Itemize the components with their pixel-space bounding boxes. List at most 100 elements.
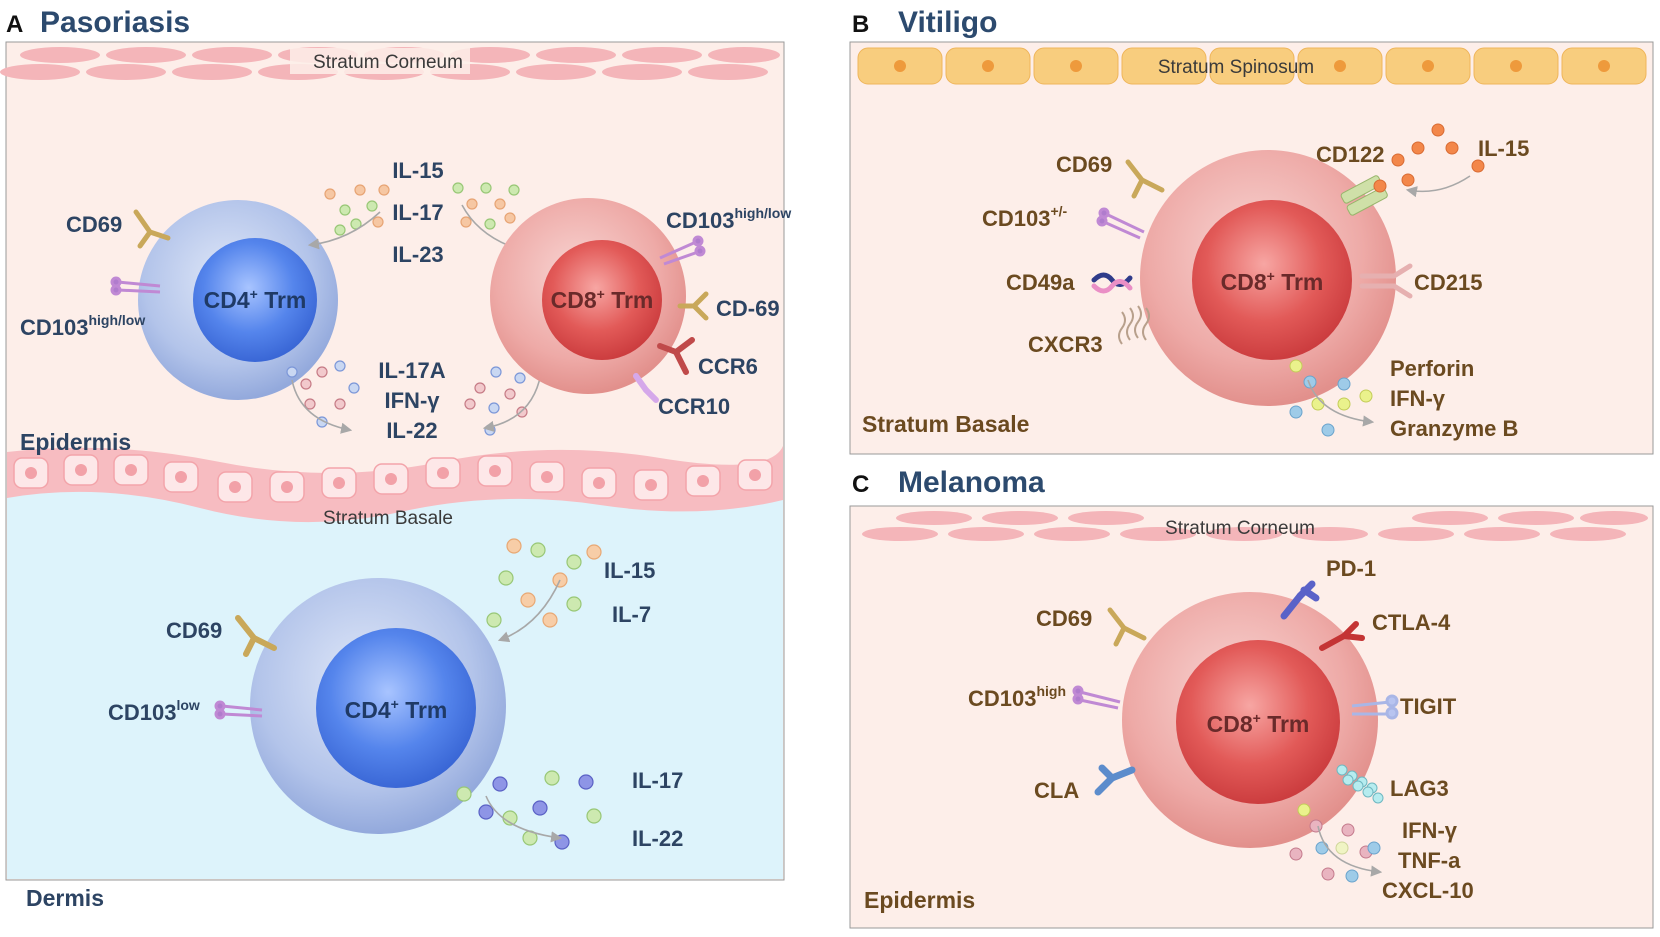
cd8-trm-cell-a: CD8+ Trm	[490, 198, 686, 394]
panel-c-region-label: Epidermis	[864, 887, 975, 913]
dermis-label: Dermis	[26, 885, 104, 911]
panel-c: C Melanoma Stratum Corneum Epidermis CD8…	[849, 466, 1654, 929]
cd4-bottom-label: CD4+ Trm	[345, 696, 448, 723]
cd103-receptor-icon	[214, 700, 263, 720]
cd8-a-cd103-label: CD103high/low	[666, 205, 791, 233]
cd8-a-cd69-label: CD-69	[716, 296, 780, 321]
cd103-receptor-icon	[659, 235, 706, 266]
cd8-c-lag3-label: LAG3	[1390, 776, 1449, 801]
arrow-out-c	[1317, 825, 1383, 877]
incoming-cytokine-1: IL-15	[392, 158, 443, 183]
cd8-b-label: CD8+ Trm	[1221, 268, 1324, 295]
arrow-out-cd8	[482, 377, 541, 432]
cd4-top-cd69-label: CD69	[66, 212, 122, 237]
outgoing-cytokine-2: IFN-γ	[385, 388, 441, 413]
stratum-corneum-c	[862, 511, 1648, 541]
panel-c-output-3: CXCL-10	[1382, 878, 1474, 903]
cxcr3-receptor-icon	[1118, 305, 1150, 345]
cd8-trm-cell-b: CD8+ Trm	[1140, 150, 1396, 406]
cd69-receptor-icon	[133, 209, 171, 249]
arrow-out-b	[1307, 379, 1375, 427]
arrow-il15-b	[1405, 175, 1471, 198]
panel-b-region-label: Stratum Basale	[862, 411, 1029, 437]
dermis-outgoing-2: IL-22	[632, 826, 683, 851]
panel-b-title: Vitiligo	[898, 6, 997, 39]
cd8-c-cd103-label: CD103high	[968, 683, 1066, 711]
cytokine-cluster-outgoing-right	[464, 366, 528, 436]
panel-c-letter: C	[852, 471, 869, 498]
dermis-incoming-1: IL-15	[604, 558, 655, 583]
cd103-receptor-icon	[110, 276, 161, 296]
cd8-a-ccr10-label: CCR10	[658, 394, 730, 419]
cd69-receptor-icon	[677, 291, 709, 321]
panel-c-output-1: IFN-γ	[1402, 818, 1458, 843]
cd4-top-label: CD4+ Trm	[204, 286, 307, 313]
cla-receptor-icon	[1094, 764, 1136, 796]
panel-c-title: Melanoma	[898, 466, 1045, 499]
cd4-trm-cell-top: CD4+ Trm	[138, 200, 338, 400]
cd103-receptor-icon	[1072, 685, 1121, 710]
stratum-spinosum-nuclei	[894, 60, 1610, 72]
lag3-receptor-icon	[1336, 764, 1384, 804]
epidermis-label: Epidermis	[20, 429, 131, 455]
cd8-b-cxcr3-label: CXCR3	[1028, 332, 1103, 357]
panel-b-letter: B	[852, 11, 869, 38]
pd1-receptor-icon	[1280, 580, 1320, 620]
panel-a: A Pasoriasis	[0, 6, 791, 911]
cd8-b-cd103-label: CD103+/-	[982, 203, 1068, 231]
arrow-in-cd4	[307, 211, 381, 250]
ccr6-receptor-icon	[657, 337, 695, 375]
cd8-c-label: CD8+ Trm	[1207, 710, 1310, 737]
cd69-receptor-icon	[1125, 159, 1165, 199]
panel-c-output-2: TNF-a	[1398, 848, 1461, 873]
panel-b-output-3: Granzyme B	[1390, 416, 1518, 441]
ctla4-receptor-icon	[1319, 621, 1365, 651]
tigit-receptor-icon	[1351, 694, 1399, 720]
cd4-top-cd103-label: CD103high/low	[20, 312, 145, 340]
cd8-a-ccr6-label: CCR6	[698, 354, 758, 379]
ccr10-receptor-icon	[633, 373, 659, 403]
arrow-out-cd4	[291, 379, 353, 434]
cd8-b-cd69-label: CD69	[1056, 152, 1112, 177]
cd103-receptor-icon	[1096, 207, 1145, 240]
output-cluster-b	[1289, 359, 1373, 437]
arrow-dermis-in	[497, 579, 561, 643]
arrow-dermis-out	[485, 795, 563, 843]
cd4-bottom-cd69-label: CD69	[166, 618, 222, 643]
cd69-receptor-icon	[1107, 607, 1147, 647]
cd8-b-il15-label: IL-15	[1478, 136, 1529, 161]
il15-cytokine-cluster	[1373, 123, 1485, 193]
cd8-a-label: CD8+ Trm	[551, 286, 654, 313]
cd8-trm-cell-c: CD8+ Trm	[1122, 592, 1378, 848]
dermis-outgoing-1: IL-17	[632, 768, 683, 793]
cd8-b-cd49a-label: CD49a	[1006, 270, 1075, 295]
basale-nuclei	[25, 464, 761, 493]
incoming-cytokine-2: IL-17	[392, 200, 443, 225]
incoming-cytokine-3: IL-23	[392, 242, 443, 267]
panel-b: B Vitiligo Stratum Spinosum Stratum Basa…	[849, 6, 1654, 455]
cd8-c-ctla4-label: CTLA-4	[1372, 610, 1451, 635]
cytokine-cluster-incoming-left	[324, 184, 390, 236]
dermis-incoming-2: IL-7	[612, 602, 651, 627]
panel-a-title: Pasoriasis	[40, 6, 190, 39]
cd122-receptor-icon	[1340, 175, 1388, 216]
cd4-trm-cell-bottom: CD4+ Trm	[250, 578, 506, 834]
cd8-c-pd1-label: PD-1	[1326, 556, 1376, 581]
cd8-c-cd69-label: CD69	[1036, 606, 1092, 631]
cd49a-receptor-icon	[1091, 272, 1133, 294]
cd8-c-cla-label: CLA	[1034, 778, 1079, 803]
cd8-b-cd122-label: CD122	[1316, 142, 1384, 167]
panel-a-stratum-basale-label: Stratum Basale	[323, 508, 453, 529]
cd4-bottom-cd103-label: CD103low	[108, 697, 200, 725]
outgoing-cytokine-1: IL-17A	[378, 358, 445, 383]
cd215-receptor-icon	[1359, 263, 1413, 299]
cytokine-cluster-incoming-right	[452, 182, 520, 230]
panel-a-stratum-corneum-label: Stratum Corneum	[313, 52, 463, 73]
panel-b-output-1: Perforin	[1390, 356, 1474, 381]
panel-b-stratum-label: Stratum Spinosum	[1158, 57, 1314, 78]
cytokine-cluster-outgoing-left	[286, 360, 360, 428]
panel-a-letter: A	[6, 11, 23, 38]
panel-c-stratum-label: Stratum Corneum	[1165, 518, 1315, 539]
cd69-receptor-icon	[235, 615, 277, 657]
